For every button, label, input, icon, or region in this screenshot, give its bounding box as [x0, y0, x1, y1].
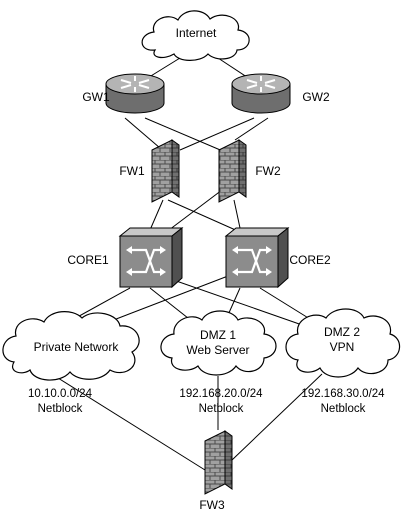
private-subnet-label: 10.10.0.0/24	[28, 388, 93, 400]
link-core1-dmz2	[161, 275, 306, 327]
link-dmz2-fw3	[231, 373, 323, 461]
link-fw1-core2	[167, 199, 241, 233]
fw1-label: FW1	[119, 164, 145, 178]
link-gw2-fw2	[234, 117, 269, 141]
gw1-label: GW1	[82, 90, 110, 104]
fw2-firewall-icon: FW2	[218, 139, 281, 203]
gw1-router-icon: GW1	[82, 73, 165, 114]
core2-label: CORE2	[289, 253, 331, 267]
dmz1-label-line1: DMZ 1	[200, 328, 236, 342]
link-core1-dmz1	[149, 287, 194, 323]
fw3-firewall-icon: FW3	[199, 430, 233, 512]
dmz1-netblock-label: Netblock	[199, 403, 244, 415]
dmz2-label-line1: DMZ 2	[324, 325, 360, 339]
link-private-fw3	[57, 377, 206, 471]
link-core2-dmz1	[227, 287, 241, 316]
core1-label: CORE1	[67, 253, 109, 267]
dmz2-netblock-label: Netblock	[321, 403, 366, 415]
core2-switch-icon: CORE2	[224, 226, 331, 289]
internet-label: Internet	[176, 26, 217, 40]
link-fw1-core1	[149, 199, 164, 231]
fw3-label: FW3	[199, 498, 225, 512]
private-netblock-label: Netblock	[38, 403, 83, 415]
link-gw1-fw1	[124, 117, 161, 149]
link-fw2-core1	[164, 189, 223, 234]
private-network-label: Private Network	[34, 340, 120, 354]
gw2-router-icon: GW2	[231, 73, 330, 114]
link-gw1-fw2	[144, 117, 226, 153]
link-core1-private	[71, 287, 131, 321]
gw2-label: GW2	[302, 90, 330, 104]
dmz2-subnet-label: 192.168.30.0/24	[301, 388, 385, 400]
links	[57, 57, 323, 471]
link-gw2-fw1	[179, 117, 255, 151]
dmz1-subnet-label: 192.168.20.0/24	[179, 388, 263, 400]
internet-cloud-icon: Internet	[141, 10, 250, 61]
core1-switch-icon: CORE1	[67, 226, 184, 289]
dmz1-label-line2: Web Server	[186, 343, 249, 357]
fw2-label: FW2	[255, 164, 281, 178]
dmz1-cloud-icon: DMZ 1 Web Server	[160, 310, 277, 376]
link-fw2-core2	[233, 199, 241, 229]
fw1-firewall-icon: FW1	[119, 139, 180, 203]
private-network-cloud-icon: Private Network	[2, 311, 140, 381]
dmz2-label-line2: VPN	[330, 340, 355, 354]
dmz2-cloud-icon: DMZ 2 VPN	[285, 308, 401, 378]
link-core2-private	[97, 275, 229, 327]
